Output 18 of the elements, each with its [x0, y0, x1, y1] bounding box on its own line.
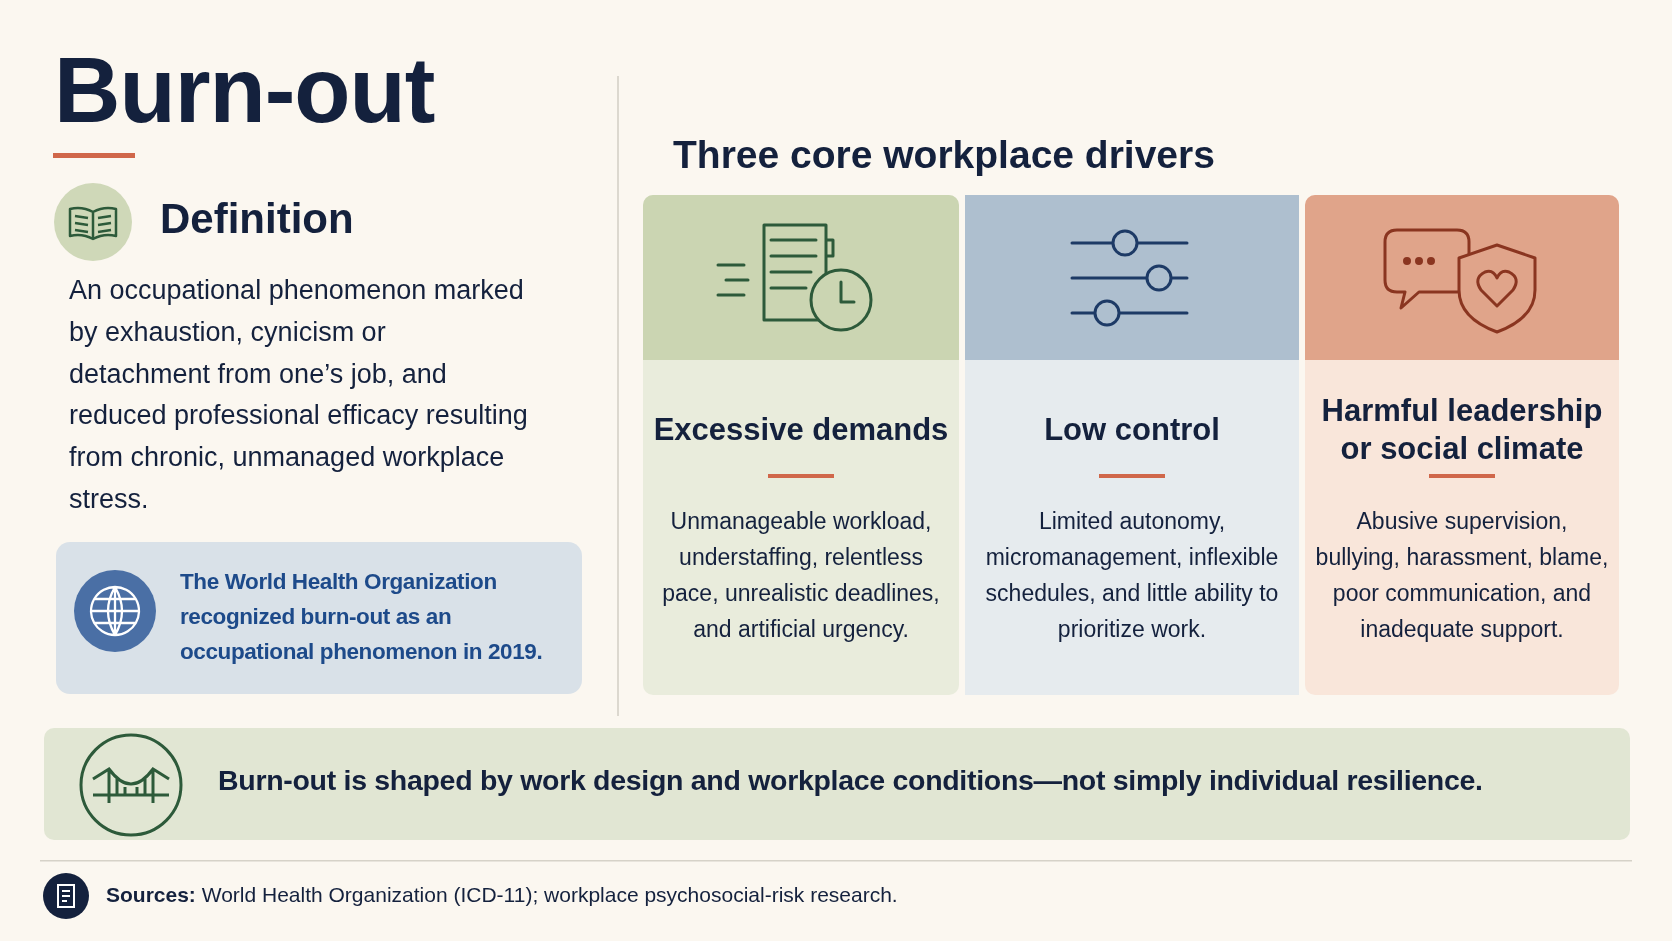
card-description: Unmanageable workload, understaffing, relentless pace, unrealistic deadlines, and artificial urgency.	[661, 507, 941, 644]
page-title: Burn-out	[54, 38, 435, 143]
card-description: Abusive supervision, bullying, harassment, blame, poor communication, and inadequate support.	[1314, 507, 1610, 644]
section-heading: Definition	[160, 195, 355, 243]
driver-card	[965, 195, 1299, 695]
driver-card	[643, 195, 959, 695]
card-heading: Excessive demands	[653, 411, 949, 449]
info-text: The World Health Organization recognized burn-out as an occupational phenomenon in 2019.	[180, 568, 544, 666]
key-message: Burn-out is shaped by work design and workplace conditions—not simply individual resilience.	[218, 764, 1484, 797]
source-note: Sources: World Health Organization (ICD-11); workplace psychosocial-risk research.	[106, 883, 899, 907]
info-box	[56, 542, 582, 694]
key-message-banner	[44, 728, 1630, 840]
card-heading: Harmful leadership or social climate	[1320, 392, 1604, 468]
section-heading: Three core workplace drivers	[673, 133, 1216, 177]
card-heading: Low control	[1043, 411, 1221, 449]
driver-card	[1305, 195, 1619, 695]
definition-text: An occupational phenomenon marked by exhaustion, cynicism or detachment from one’s job, and reduced professional efficacy resulting from chronic, unmanaged workplace stress.	[69, 274, 529, 516]
card-description: Limited autonomy, micromanagement, inflexible schedules, and little ability to prioritize work.	[984, 507, 1280, 644]
